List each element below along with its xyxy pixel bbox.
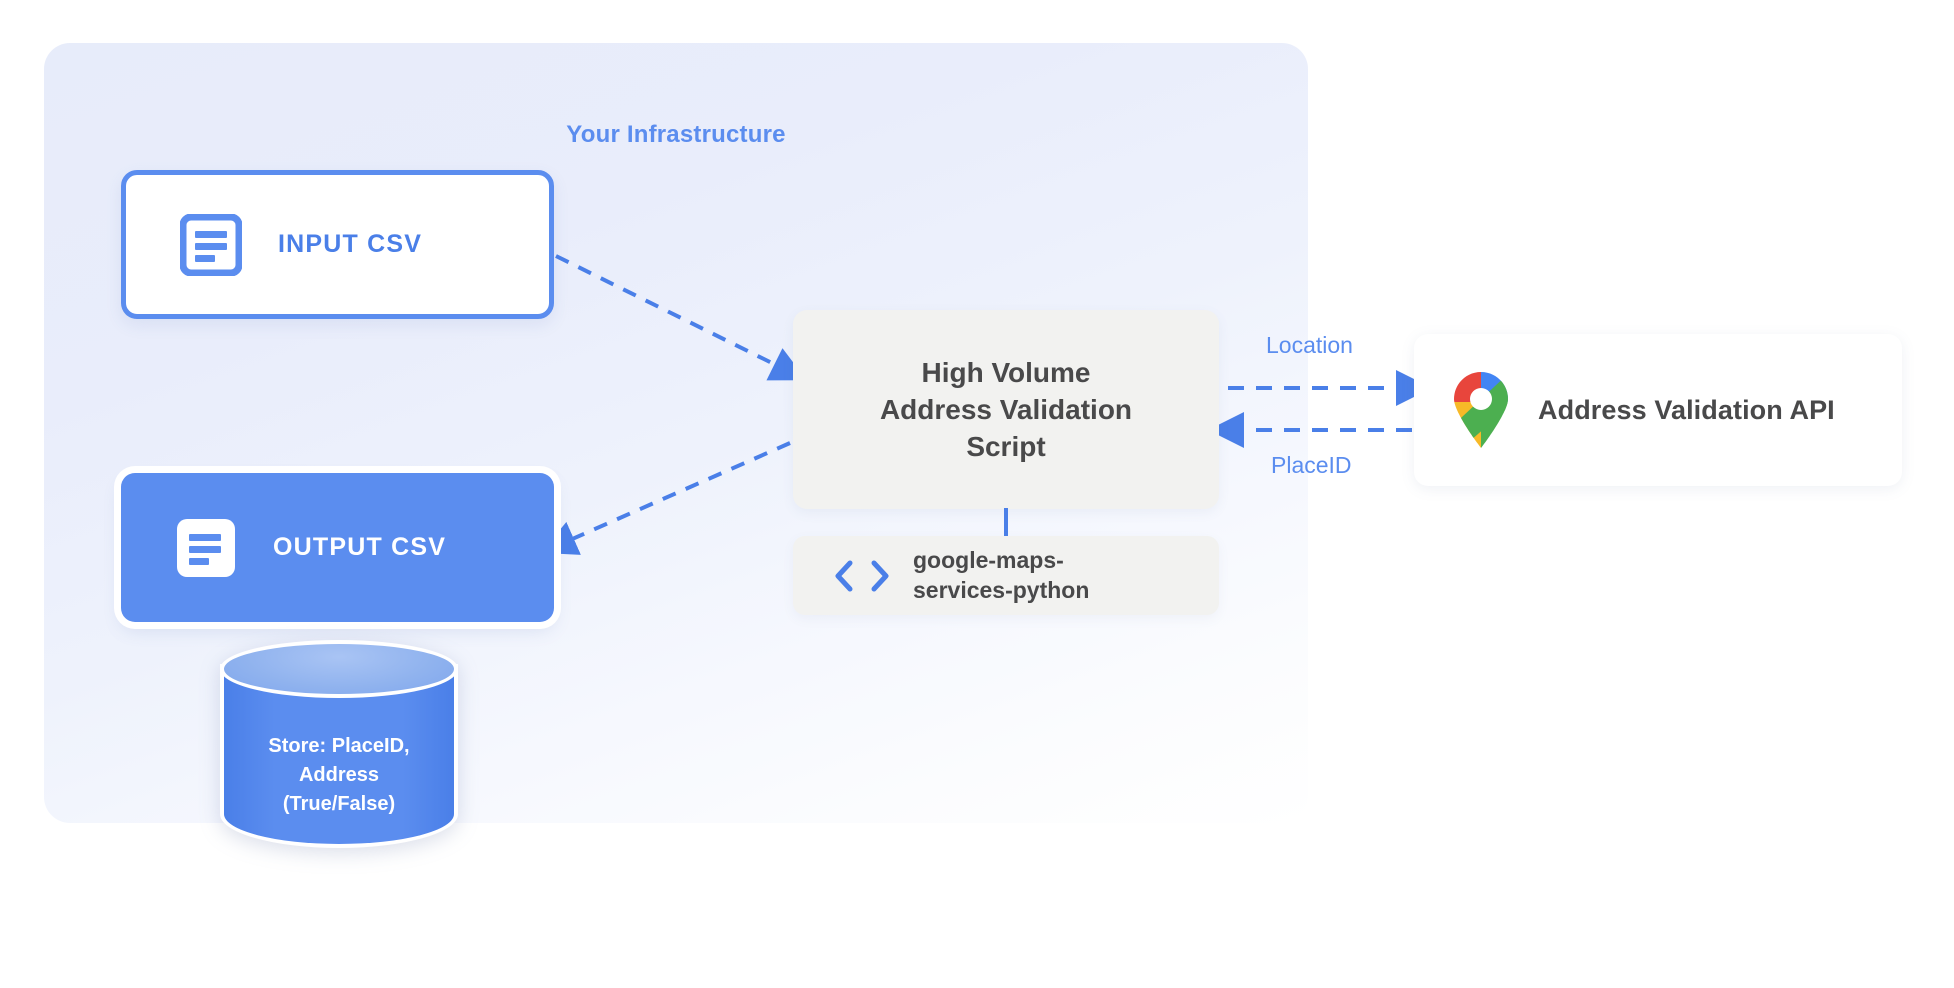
document-lines-icon (180, 213, 242, 276)
script-library-connector (1004, 508, 1008, 537)
code-brackets-icon (835, 560, 889, 591)
library-label: google-maps- services-python (913, 546, 1090, 603)
edge-label-placeid: PlaceID (1271, 452, 1352, 478)
api-label: Address Validation API (1538, 394, 1835, 425)
node-google-maps-services-python[interactable]: google-maps- services-python (793, 536, 1219, 615)
node-database-store[interactable]: Store: PlaceID, Address (True/False) (220, 640, 458, 875)
document-lines-icon (177, 518, 235, 577)
script-label: High Volume Address Validation Script (879, 356, 1133, 463)
database-label: Store: PlaceID, Address (True/False) (268, 735, 410, 815)
input-csv-label: INPUT CSV (278, 230, 423, 258)
node-high-volume-script[interactable]: High Volume Address Validation Script (793, 310, 1219, 509)
output-csv-label: OUTPUT CSV (273, 533, 447, 561)
database-cylinder (220, 640, 458, 875)
edge-label-location: Location (1266, 332, 1353, 358)
google-maps-pin-icon (1454, 372, 1508, 448)
cylinder-top-ellipse (220, 640, 458, 698)
panel-title: Your Infrastructure (566, 121, 786, 148)
node-output-csv[interactable]: OUTPUT CSV (121, 473, 554, 622)
node-input-csv[interactable]: INPUT CSV (121, 170, 554, 319)
node-address-validation-api[interactable]: Address Validation API (1414, 334, 1902, 486)
